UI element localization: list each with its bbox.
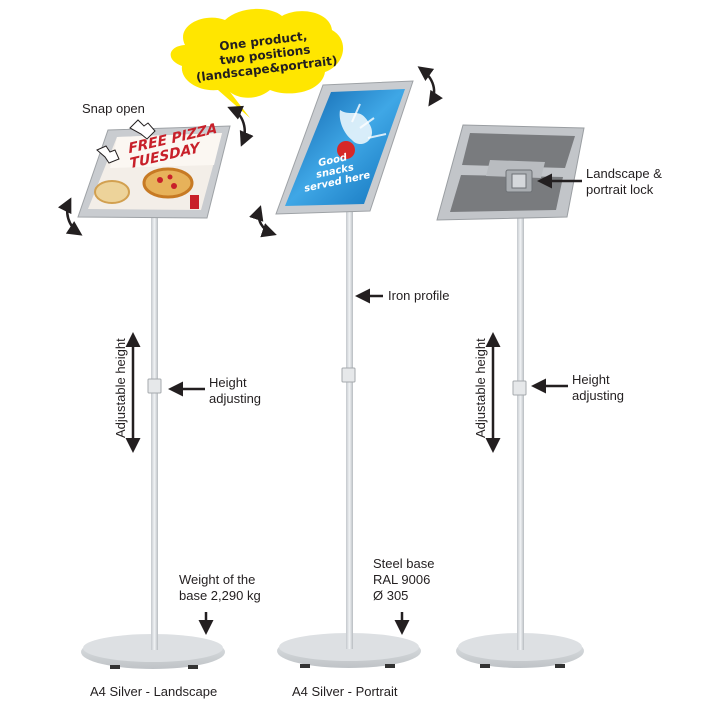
apple-image bbox=[337, 141, 355, 159]
callout-bubble bbox=[170, 8, 344, 118]
adjustable-height-label-left: Adjustable height bbox=[113, 338, 128, 438]
adjustable-height-label-right: Adjustable height bbox=[473, 338, 488, 438]
rotate-arrow-icon bbox=[57, 197, 83, 236]
landscape-lock-label: Landscape & portrait lock bbox=[586, 166, 662, 197]
snap-hand-icon bbox=[96, 145, 120, 164]
rotate-arrow-icon bbox=[249, 205, 277, 238]
caption-landscape: A4 Silver - Landscape bbox=[90, 684, 218, 699]
pizza-image bbox=[142, 167, 194, 199]
pole-portrait bbox=[346, 212, 353, 649]
pole-landscape bbox=[151, 215, 158, 650]
height-adjusting-label-left: Height adjusting bbox=[209, 375, 262, 406]
rotate-arrow-icon bbox=[417, 66, 443, 107]
height-clamp-landscape bbox=[147, 378, 162, 394]
rotate-arrow-icon bbox=[227, 105, 254, 147]
iron-profile-label: Iron profile bbox=[388, 288, 450, 303]
pole-back bbox=[517, 180, 524, 650]
height-clamp-back bbox=[512, 380, 527, 396]
steel-base-label: Steel base RAL 9006 Ø 305 bbox=[373, 556, 435, 603]
stand-portrait bbox=[249, 66, 443, 668]
snap-hand-icon bbox=[129, 119, 156, 140]
caption-portrait: A4 Silver - Portrait bbox=[292, 684, 398, 699]
stand-back bbox=[436, 124, 585, 668]
height-adjusting-label-right: Height adjusting bbox=[572, 372, 625, 403]
snap-open-label: Snap open bbox=[82, 101, 145, 116]
stand-landscape bbox=[57, 105, 254, 669]
weight-label: Weight of the base 2,290 kg bbox=[179, 572, 261, 603]
height-clamp-portrait bbox=[341, 367, 356, 383]
